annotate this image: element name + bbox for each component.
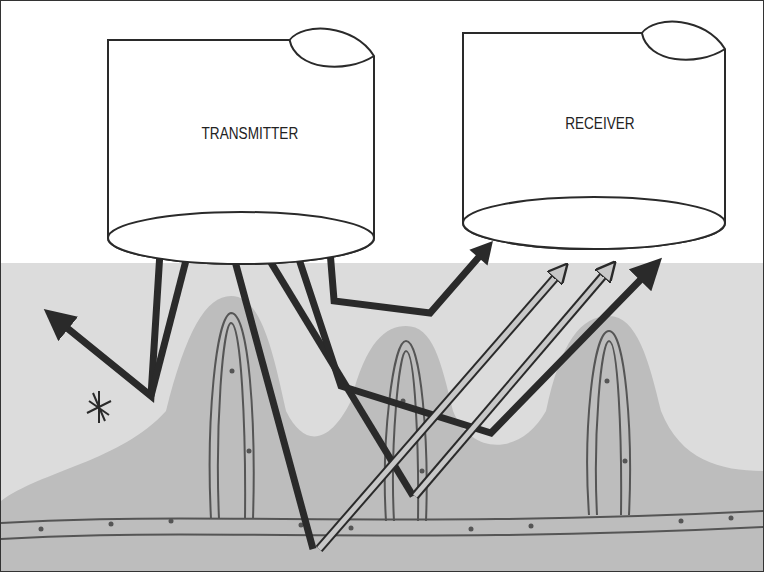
dermal-papillae (1, 296, 764, 572)
cylinder-outline (461, 19, 727, 251)
transmitter-cylinder: TRANSMITTER (106, 26, 376, 266)
reflected-light (319, 269, 609, 549)
device-label: TRANSMITTER (201, 125, 298, 143)
receiver-cylinder: RECEIVER (461, 19, 727, 251)
reflected-light-fill (319, 269, 609, 549)
cylinder-outline (106, 26, 376, 266)
capillaries (1, 313, 764, 539)
device-label: RECEIVER (565, 115, 635, 133)
light-paths (56, 233, 651, 549)
scatter-mark (87, 391, 111, 423)
